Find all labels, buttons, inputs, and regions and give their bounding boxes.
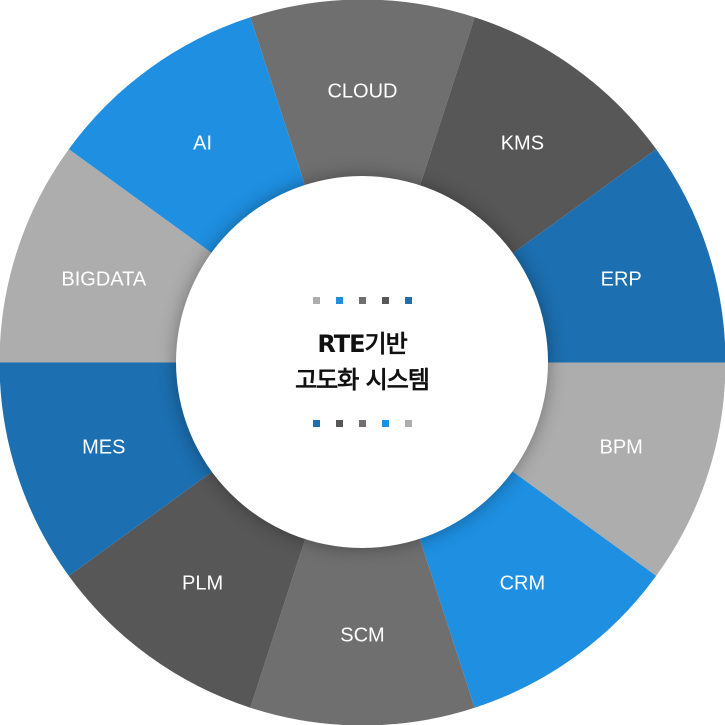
segment-erp <box>508 149 725 363</box>
segment-mes <box>0 362 217 576</box>
decor-dot <box>312 420 320 427</box>
bottom-dots <box>312 420 412 427</box>
segment-label-plm: PLM <box>182 573 223 595</box>
segment-label-erp: ERP <box>601 268 642 290</box>
decor-dot <box>335 297 343 304</box>
decor-dot <box>335 420 343 427</box>
decor-dot <box>312 297 320 304</box>
segment-label-cloud: CLOUD <box>327 81 397 103</box>
segment-cloud <box>250 0 475 192</box>
segment-kms <box>418 17 657 257</box>
segment-label-bigdata: BIGDATA <box>61 268 146 290</box>
center-title-line1: RTE기반 <box>317 330 407 358</box>
segment-label-scm: SCM <box>340 625 384 647</box>
decor-dot <box>381 297 389 304</box>
center-title-line2: 고도화 시스템 <box>295 366 430 394</box>
segment-label-kms: KMS <box>501 132 544 154</box>
decor-dot <box>358 420 366 427</box>
segment-plm <box>68 468 307 708</box>
decor-dot <box>358 297 366 304</box>
segment-ai <box>68 17 307 257</box>
segment-label-ai: AI <box>193 132 212 154</box>
segment-bigdata <box>0 149 217 363</box>
segment-crm <box>418 468 657 708</box>
segment-label-mes: MES <box>82 437 125 459</box>
segment-bpm <box>508 362 725 576</box>
segment-scm <box>250 533 475 725</box>
segment-label-crm: CRM <box>500 573 546 595</box>
decor-dot <box>381 420 389 427</box>
center-title: RTE기반 고도화 시스템 <box>295 326 430 398</box>
center-hub: RTE기반 고도화 시스템 <box>176 176 548 548</box>
decor-dot <box>404 420 412 427</box>
top-dots <box>312 297 412 304</box>
segment-label-bpm: BPM <box>600 437 643 459</box>
decor-dot <box>404 297 412 304</box>
